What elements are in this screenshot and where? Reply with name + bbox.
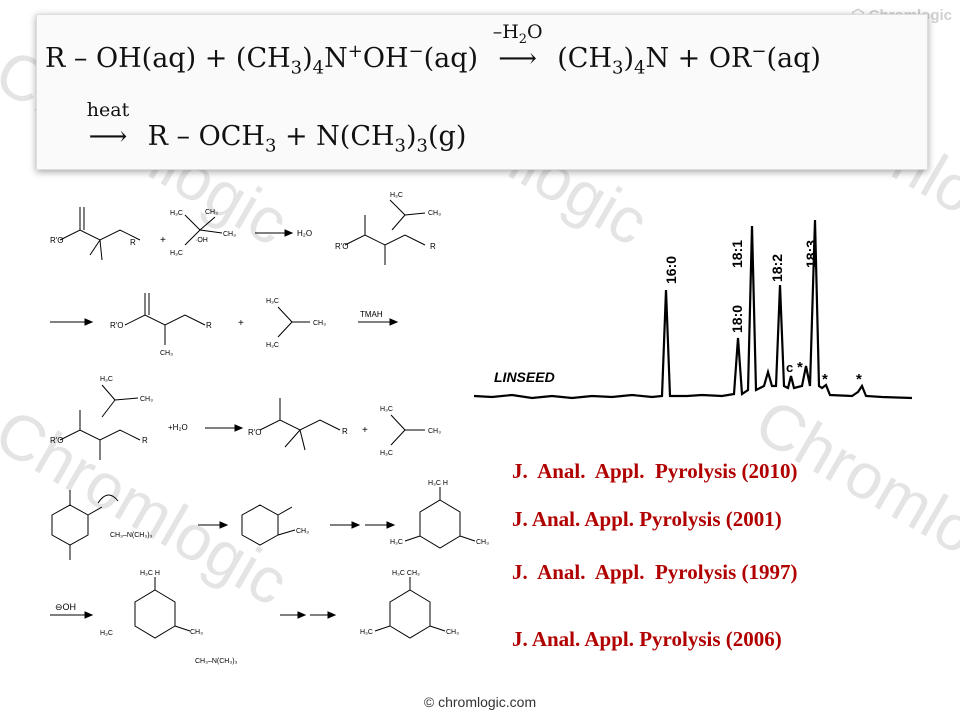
- svg-text:CH₃: CH₃: [190, 629, 203, 636]
- scheme-row-3: H₃C CH₃ R'O R +H₂O R'O R + H₃C CH₃ H₃C: [50, 376, 441, 460]
- svg-text:H₃C CH₃: H₃C CH₃: [392, 570, 420, 577]
- reference-2006: J. Anal. Appl. Pyrolysis (2006): [512, 627, 782, 651]
- reference-2010: J. Anal. Appl. Pyrolysis (2010): [512, 459, 798, 483]
- scheme-row-5: ⊖OH H₃C H H₃C CH₃ CH₃–N(CH₃)₃ H₃C CH₃ H₃…: [50, 570, 459, 665]
- copyright-footer: © chromlogic.com: [423, 694, 537, 710]
- svg-text:R'O: R'O: [50, 236, 64, 245]
- reference-2001: J. Anal. Appl. Pyrolysis (2001): [512, 507, 782, 531]
- peak-label-16-0: 16:0: [663, 256, 679, 284]
- svg-text:·OH: ·OH: [195, 237, 208, 244]
- svg-text:CH₃–N(CH₃)₃: CH₃–N(CH₃)₃: [195, 658, 238, 665]
- svg-text:H₃C: H₃C: [170, 250, 183, 257]
- svg-text:CH₃: CH₃: [205, 209, 218, 216]
- scheme-row-1: R R'O + H₃C CH₃ CH₃ H₃C ·OH H₂O H₃C CH₃ …: [50, 192, 441, 265]
- plus-sign: +: [160, 235, 166, 246]
- equation-line-1: R – OH(aq) + (CH3)4N+OH−(aq) –H2O⟶ (CH3)…: [45, 21, 821, 79]
- eq-text: (aq): [766, 43, 821, 74]
- svg-text:CH₃–N(CH₃)₃: CH₃–N(CH₃)₃: [110, 532, 153, 539]
- reaction-arrow: –H2O⟶: [492, 21, 543, 74]
- reaction-arrow: heat⟶: [77, 99, 139, 152]
- svg-text:CH₃: CH₃: [313, 320, 326, 327]
- peak-label-18-0: 18:0: [729, 305, 745, 333]
- svg-text:H₃C: H₃C: [266, 298, 279, 305]
- chromatogram-trace: [473, 219, 913, 400]
- plus-sign: +: [362, 425, 368, 436]
- peak-label-star: *: [797, 359, 803, 376]
- eq-text: (g): [428, 121, 467, 152]
- arrow-label: O: [527, 21, 543, 43]
- svg-text:CH₃: CH₃: [428, 210, 441, 217]
- reaction-schemes: R R'O + H₃C CH₃ CH₃ H₃C ·OH H₂O H₃C CH₃ …: [50, 192, 489, 665]
- eq-text: R – OH(aq) + (CH: [45, 43, 291, 74]
- svg-text:H₃C: H₃C: [170, 210, 183, 217]
- eq-text: R – OCH: [147, 121, 265, 152]
- svg-text:H₃C: H₃C: [380, 406, 393, 413]
- peak-label-star: *: [856, 371, 862, 388]
- eq-sup: +: [347, 41, 363, 62]
- arrow-label: heat: [86, 99, 130, 121]
- svg-text:CH₃: CH₃: [160, 350, 173, 357]
- eq-text: OH: [362, 43, 409, 74]
- svg-text:H₃C: H₃C: [380, 450, 393, 457]
- eq-sup: −: [751, 41, 767, 62]
- svg-text:H₃C: H₃C: [266, 342, 279, 349]
- plus-water-label: +H₂O: [168, 423, 188, 432]
- peak-label-star: *: [822, 371, 828, 388]
- scheme-row-2: R'O R CH₃ + H₃C CH₃ H₃C TMAH: [50, 293, 399, 357]
- arrow-label-sub: 2: [518, 31, 528, 47]
- svg-text:H₃C: H₃C: [100, 630, 113, 637]
- svg-text:H₃C H: H₃C H: [428, 480, 448, 487]
- sample-label: LINSEED: [494, 369, 555, 385]
- chromatogram: 16:0 18:0 18:1 18:2 18:3 c * * * LINSEED: [473, 219, 913, 400]
- eq-sub: 4: [312, 57, 325, 79]
- eq-sub: 4: [634, 57, 646, 79]
- svg-text:CH₃: CH₃: [223, 231, 236, 238]
- svg-text:CH₃: CH₃: [428, 428, 441, 435]
- svg-text:H₃C: H₃C: [390, 539, 403, 546]
- peak-label-18-1: 18:1: [729, 240, 745, 268]
- svg-text:CH₃: CH₃: [446, 629, 459, 636]
- svg-text:⊖OH: ⊖OH: [55, 602, 76, 612]
- plus-sign: +: [238, 318, 244, 329]
- equation-line-2: heat⟶ R – OCH3 + N(CH3)3(g): [77, 99, 467, 157]
- svg-text:H₃C: H₃C: [360, 629, 373, 636]
- eq-text: (aq): [423, 43, 479, 74]
- svg-text:R'O: R'O: [50, 436, 64, 445]
- water-label: H₂O: [297, 229, 312, 238]
- eq-sub: 3: [264, 135, 277, 157]
- svg-text:R: R: [342, 427, 348, 436]
- reference-1997: J. Anal. Appl. Pyrolysis (1997): [512, 560, 798, 584]
- peak-label-18-2: 18:2: [769, 254, 785, 282]
- svg-text:CH₃: CH₃: [140, 396, 153, 403]
- svg-text:CH₃: CH₃: [296, 528, 309, 535]
- svg-text:R'O: R'O: [110, 321, 124, 330]
- eq-text: N: [324, 43, 348, 74]
- peak-label-18-3: 18:3: [803, 240, 819, 268]
- eq-sub: 3: [394, 135, 406, 157]
- reaction-equation-box: R – OH(aq) + (CH3)4N+OH−(aq) –H2O⟶ (CH3)…: [36, 14, 928, 170]
- eq-sub: 3: [612, 57, 624, 79]
- svg-text:R'O: R'O: [248, 428, 262, 437]
- arrow-label: –H: [492, 21, 519, 43]
- svg-text:H₃C: H₃C: [390, 192, 403, 199]
- eq-sup: −: [408, 41, 424, 62]
- svg-text:R: R: [130, 238, 136, 247]
- eq-text: + N(CH: [276, 121, 395, 152]
- eq-text: N + OR: [645, 43, 752, 74]
- eq-text: (CH: [557, 43, 612, 74]
- svg-text:R: R: [430, 242, 436, 251]
- svg-text:CH₃: CH₃: [476, 539, 489, 546]
- svg-text:H₃C H: H₃C H: [140, 570, 160, 577]
- eq-sub: 3: [290, 57, 303, 79]
- svg-text:H₃C: H₃C: [100, 376, 113, 383]
- peak-label-c: c: [786, 360, 793, 375]
- scheme-row-4: CH₃–N(CH₃)₃ CH₃ H₃C H H₃C CH₃: [51, 480, 489, 560]
- svg-text:R: R: [206, 321, 212, 330]
- tmah-label: TMAH: [360, 310, 383, 319]
- svg-text:R: R: [142, 436, 148, 445]
- eq-sub: 3: [416, 135, 428, 157]
- svg-text:R'O: R'O: [335, 242, 349, 251]
